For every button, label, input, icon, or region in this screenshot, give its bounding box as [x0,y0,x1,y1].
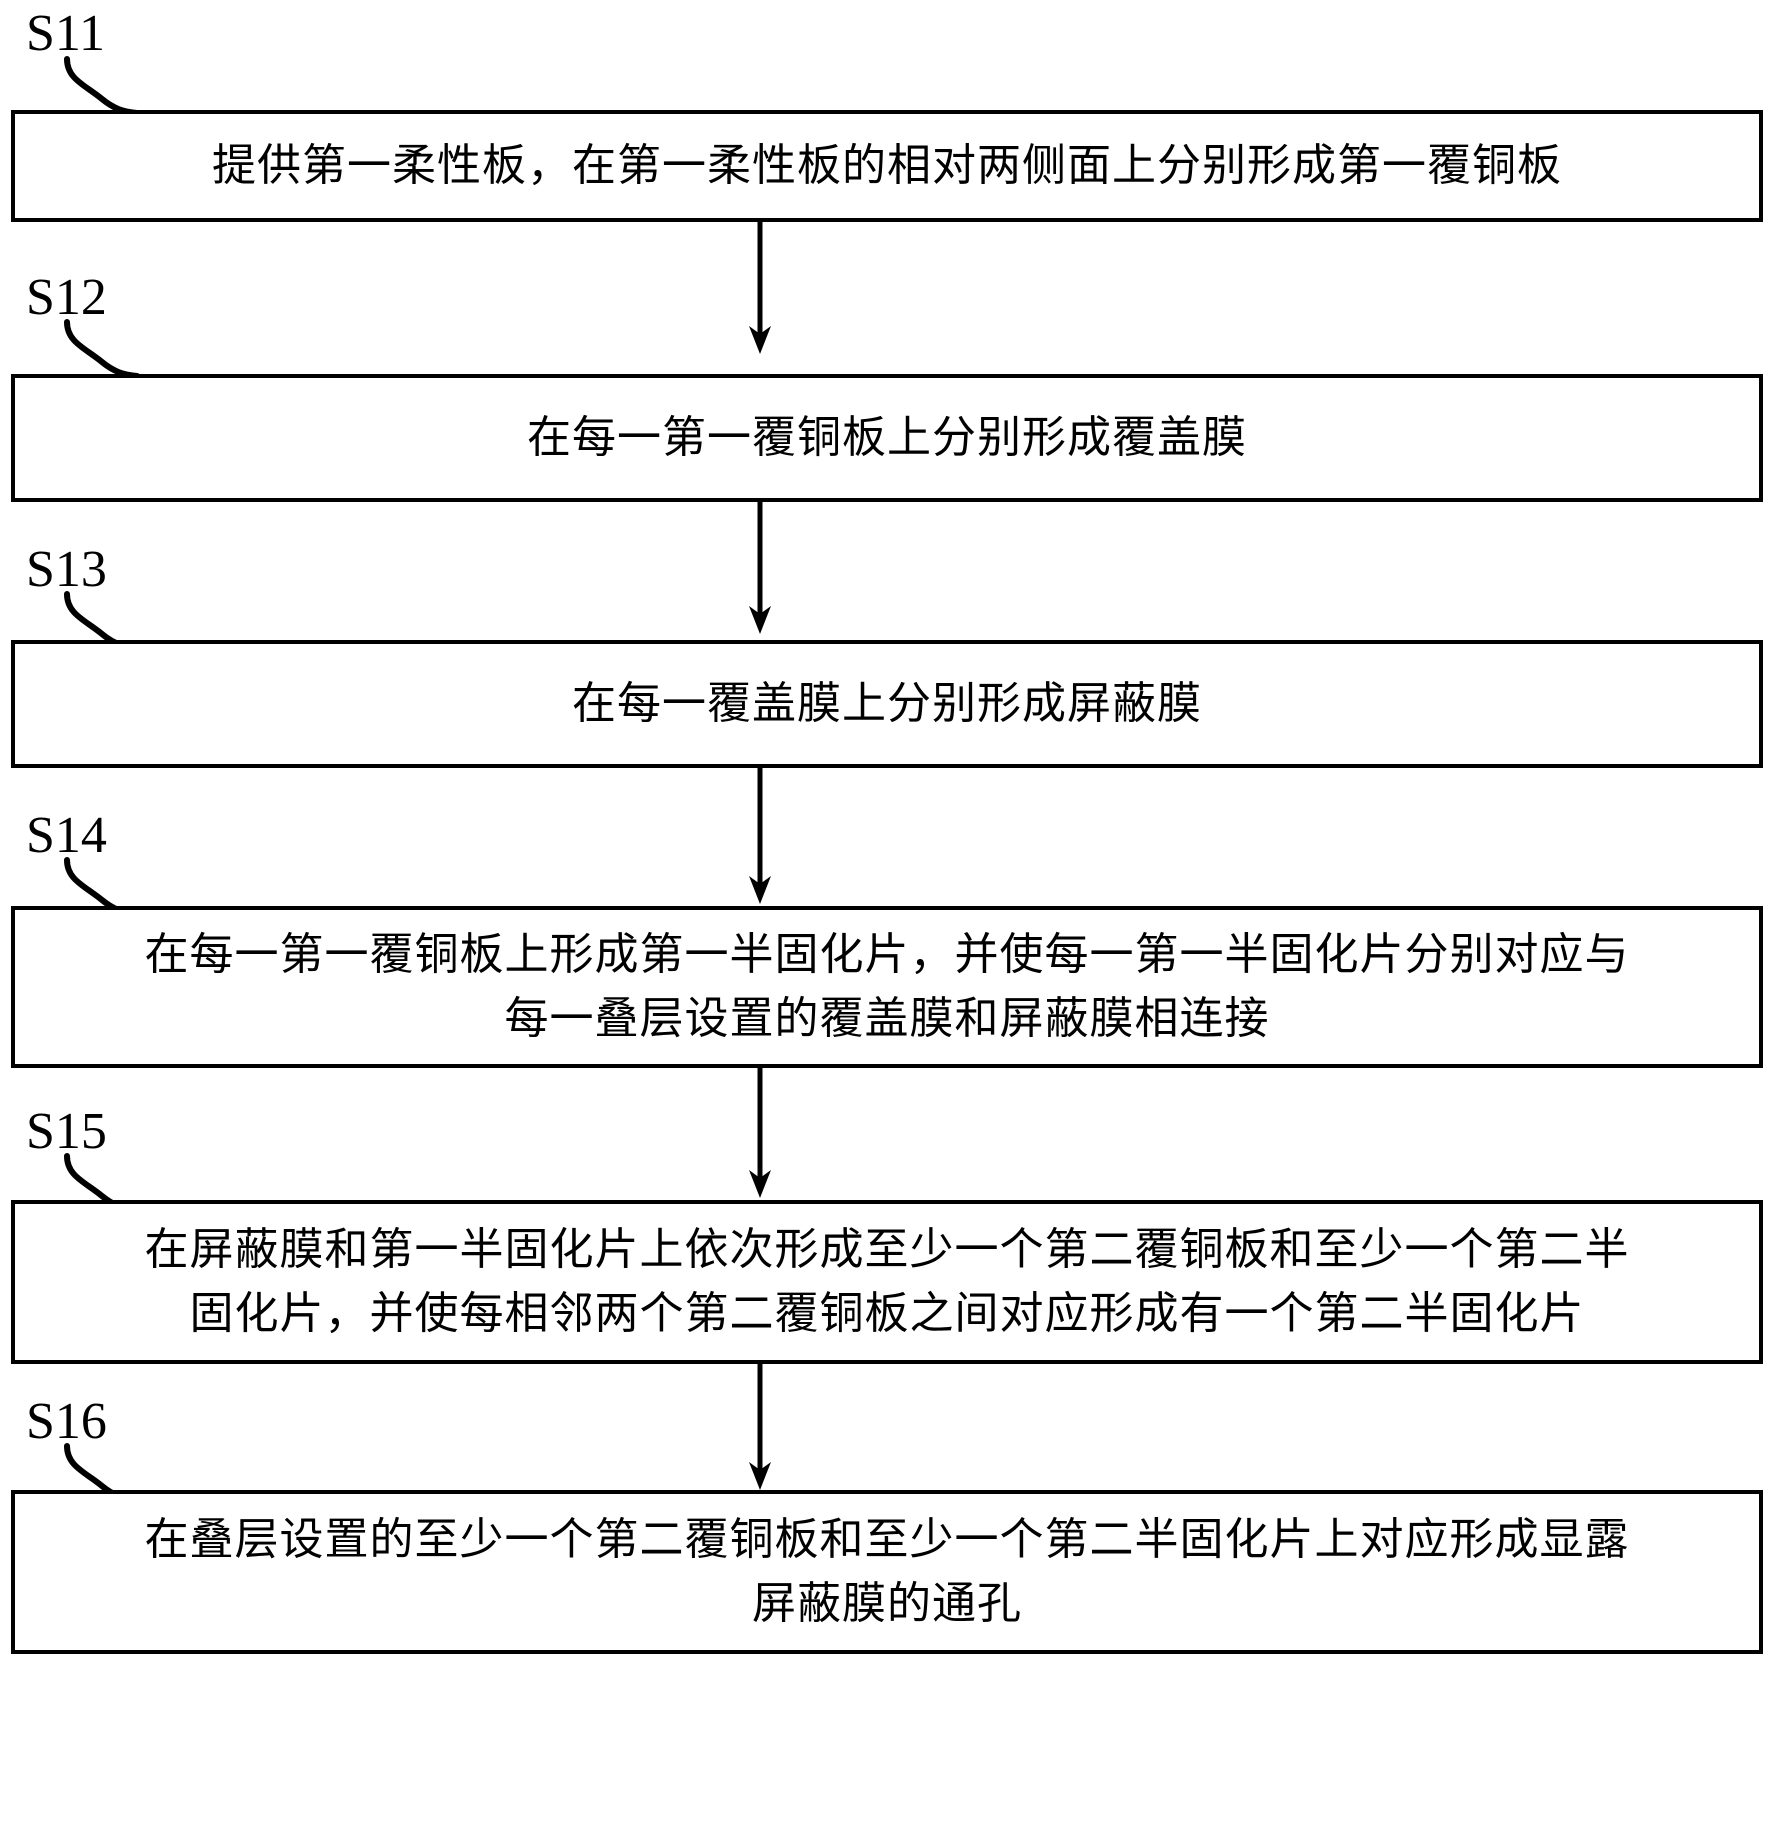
step-label-s16: S16 [26,1393,107,1450]
step-label-s14: S14 [26,807,107,864]
flow-box-s16[interactable]: 在叠层设置的至少一个第二覆铜板和至少一个第二半固化片上对应形成显露 屏蔽膜的通孔 [11,1490,1763,1654]
arrow-s14-to-s15 [749,1068,771,1198]
step-label-s12: S12 [26,269,107,326]
arrow-s11-to-s12 [749,222,771,354]
flow-box-s11[interactable]: 提供第一柔性板，在第一柔性板的相对两侧面上分别形成第一覆铜板 [11,110,1763,222]
flow-box-text-s15: 在屏蔽膜和第一半固化片上依次形成至少一个第二覆铜板和至少一个第二半 固化片，并使… [144,1225,1630,1338]
step-label-s13: S13 [26,541,107,598]
flow-box-text-s11: 提供第一柔性板，在第一柔性板的相对两侧面上分别形成第一覆铜板 [212,141,1562,191]
flow-box-text-s13: 在每一覆盖膜上分别形成屏蔽膜 [572,679,1202,729]
arrow-s13-to-s14 [749,768,771,904]
step-label-s15: S15 [26,1103,107,1160]
step-label-s11: S11 [26,5,105,62]
arrow-s15-to-s16 [749,1364,771,1490]
flow-box-text-s16: 在叠层设置的至少一个第二覆铜板和至少一个第二半固化片上对应形成显露 屏蔽膜的通孔 [144,1515,1630,1628]
flow-box-text-s14: 在每一第一覆铜板上形成第一半固化片，并使每一第一半固化片分别对应与 每一叠层设置… [144,930,1630,1043]
arrow-s12-to-s13 [749,502,771,634]
flow-box-s15[interactable]: 在屏蔽膜和第一半固化片上依次形成至少一个第二覆铜板和至少一个第二半 固化片，并使… [11,1200,1763,1364]
flow-box-text-s12: 在每一第一覆铜板上分别形成覆盖膜 [527,413,1247,463]
flow-box-s13[interactable]: 在每一覆盖膜上分别形成屏蔽膜 [11,640,1763,768]
flow-box-s12[interactable]: 在每一第一覆铜板上分别形成覆盖膜 [11,374,1763,502]
flow-box-s14[interactable]: 在每一第一覆铜板上形成第一半固化片，并使每一第一半固化片分别对应与 每一叠层设置… [11,906,1763,1068]
